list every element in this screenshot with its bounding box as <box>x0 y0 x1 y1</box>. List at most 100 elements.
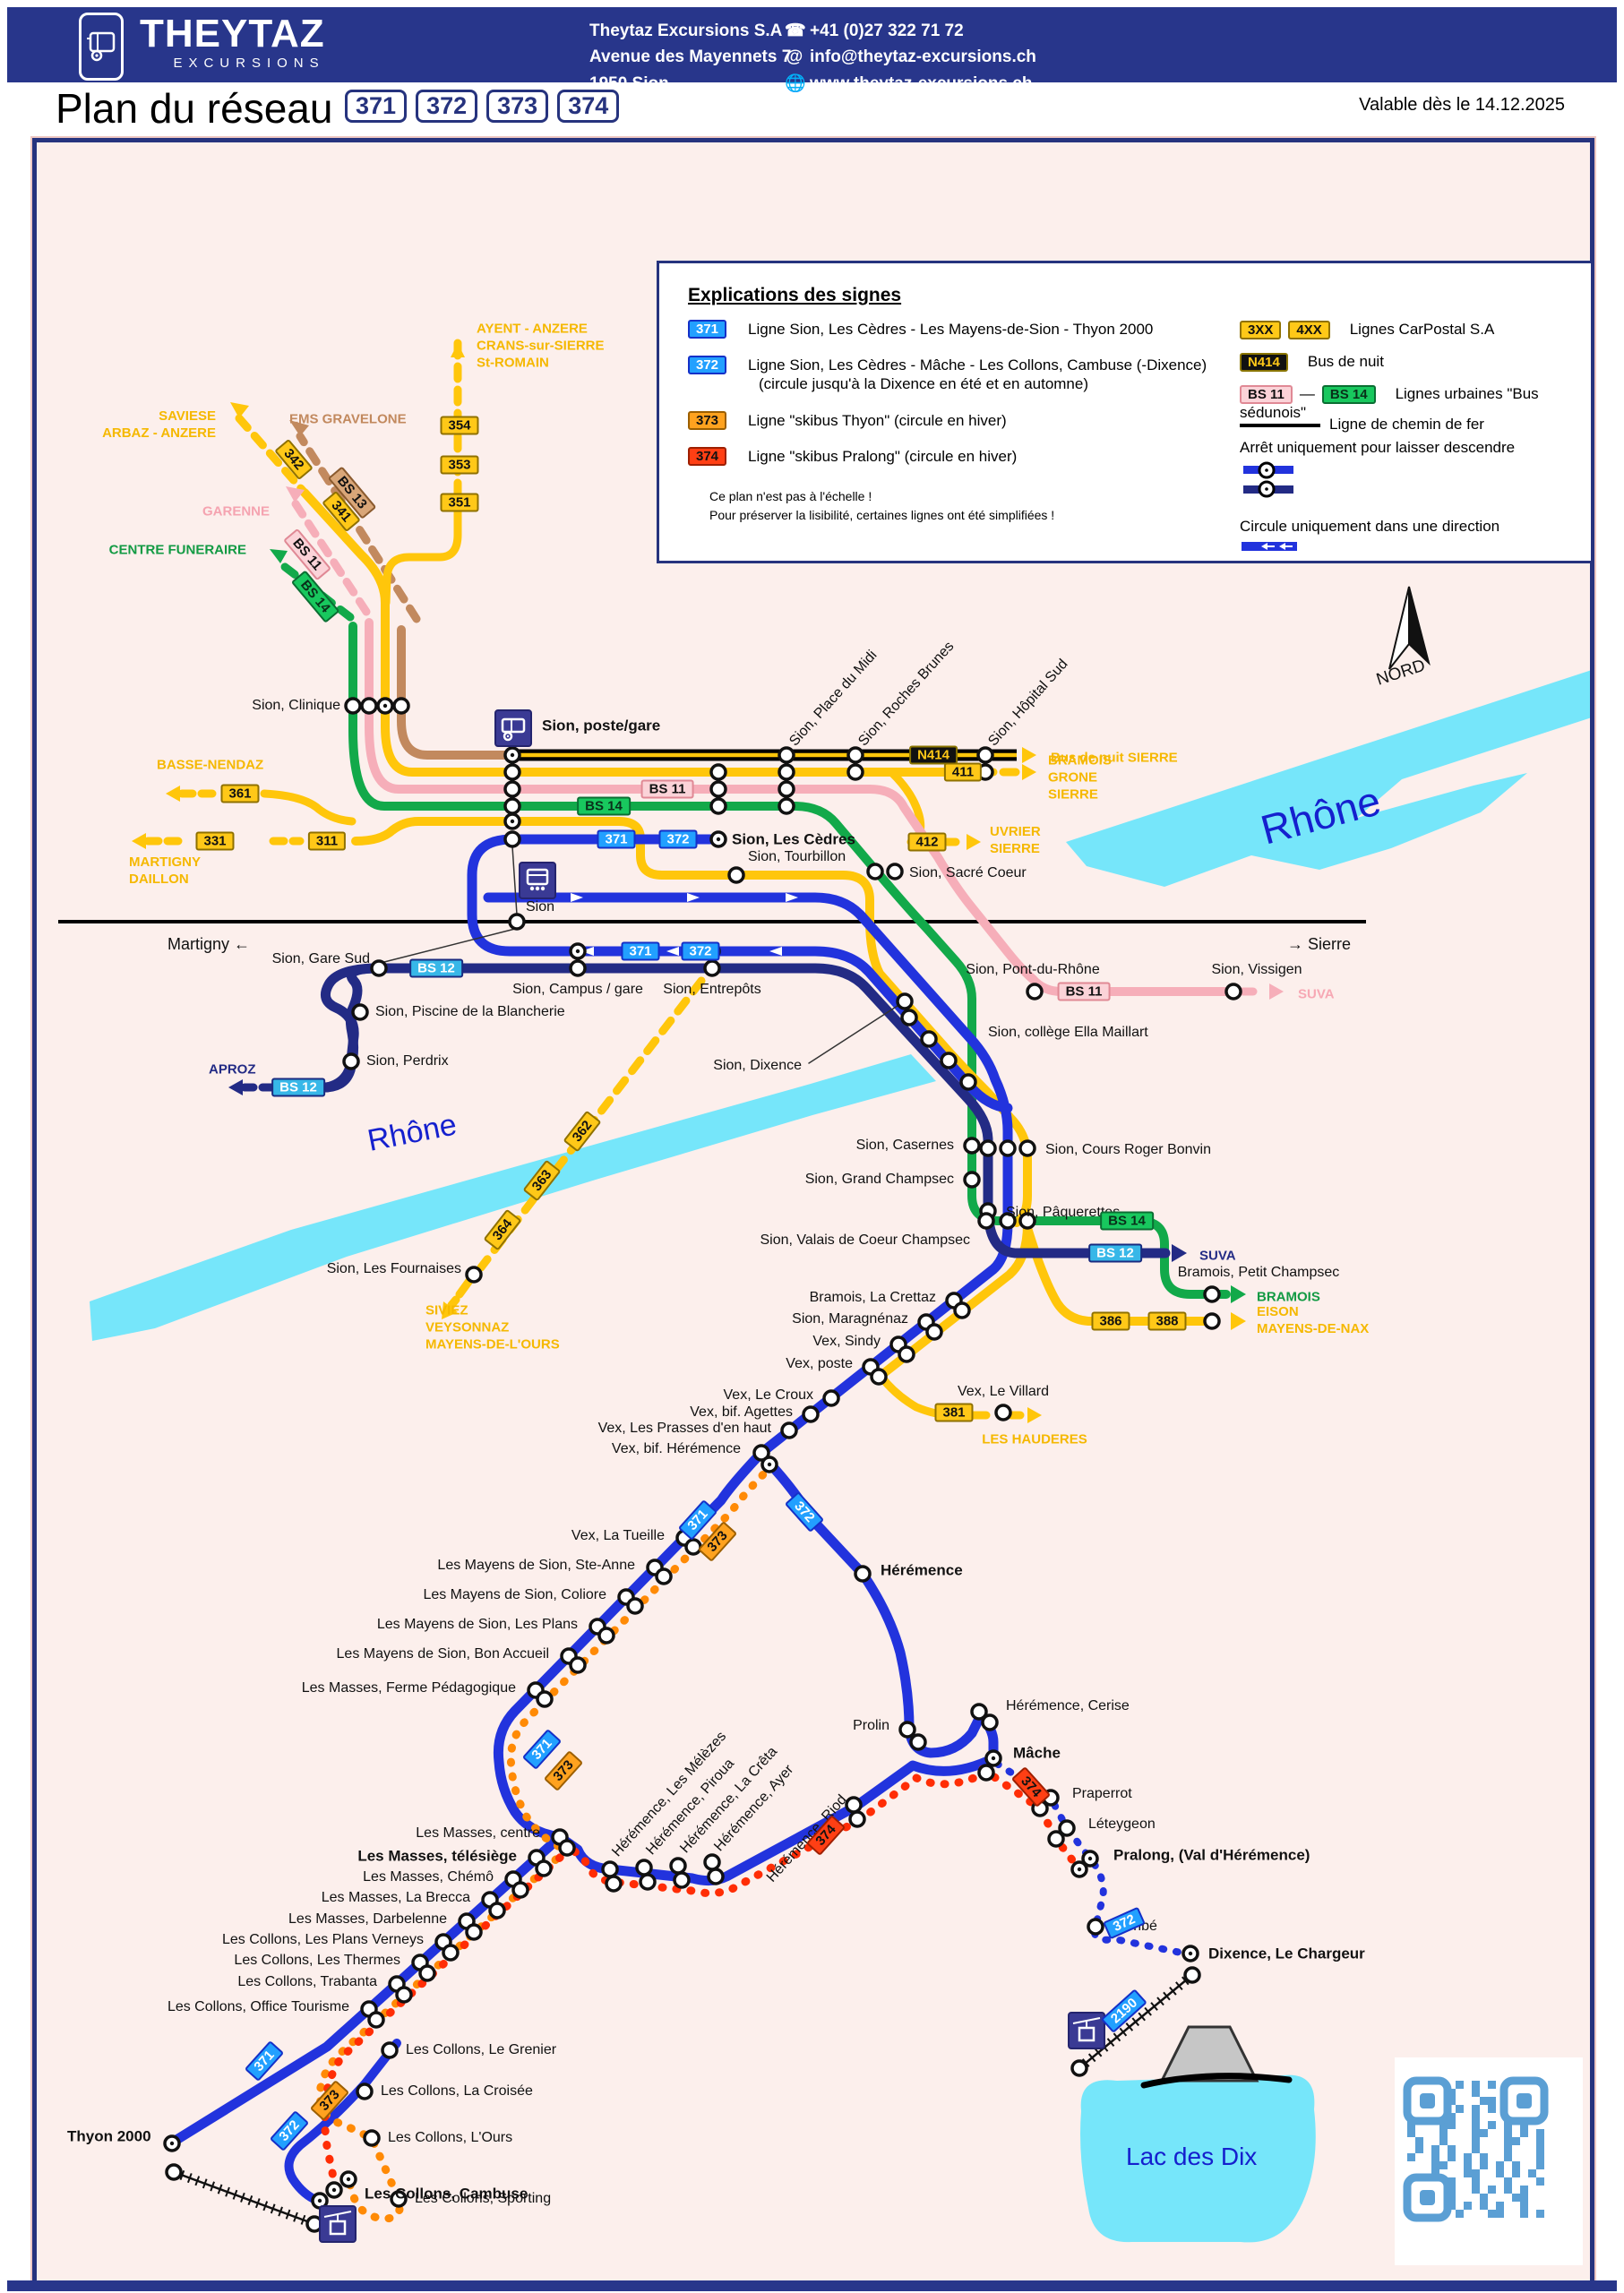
stop-circle <box>465 1266 483 1284</box>
stop-circle <box>569 959 587 977</box>
stop-circle <box>535 1859 553 1877</box>
stop-circle <box>994 1404 1012 1421</box>
cable-car-icon <box>319 2205 357 2243</box>
at-icon: @ <box>786 47 803 67</box>
stop-circle <box>703 1853 721 1871</box>
stop-circle <box>508 913 526 931</box>
legend-badge-371: 371 <box>688 320 727 339</box>
stop-circle <box>709 763 727 781</box>
stop-circle <box>900 1009 918 1026</box>
stop-circle <box>870 1368 888 1386</box>
stop-circle <box>977 1764 995 1782</box>
stop-circle <box>780 1421 798 1439</box>
stop-circle <box>1018 1212 1036 1230</box>
company-street: Avenue des Mayennets 7 <box>589 47 792 67</box>
legend-badge-3XX: 3XX <box>1240 321 1282 339</box>
stop-circle <box>979 1139 997 1157</box>
validity-date: Valable dès le 14.12.2025 <box>1359 95 1565 115</box>
email[interactable]: info@theytaz-excursions.ch <box>810 47 1036 67</box>
stop-circle <box>866 863 884 880</box>
stop-circle <box>976 763 994 781</box>
lake-label: Lac des Dix <box>1126 2143 1257 2170</box>
qr-code[interactable] <box>1395 2057 1583 2265</box>
legend-badge-373: 373 <box>688 411 727 430</box>
stop-circle <box>1018 1139 1036 1157</box>
stop-circle <box>1058 1819 1076 1837</box>
stop-circle <box>503 830 521 848</box>
stop-circle <box>822 1389 840 1407</box>
stop-circle <box>848 1810 866 1828</box>
stop-circle <box>846 763 864 781</box>
stop-circle <box>418 1964 436 1982</box>
oneway-symbol <box>1242 542 1297 551</box>
title-badge-372: 372 <box>416 90 478 123</box>
legend-badge-N414: N414 <box>1240 353 1288 372</box>
stop-circle <box>703 959 721 977</box>
stop-circle <box>1070 2059 1088 2077</box>
stop-circle <box>395 1986 413 2004</box>
stop-circle <box>639 1873 657 1891</box>
stop-circle <box>558 1839 576 1857</box>
stop-circle <box>778 797 795 815</box>
logo-subtitle: EXCURSIONS <box>173 56 325 71</box>
stop-circle <box>727 866 745 884</box>
stop-circle <box>165 2163 183 2181</box>
stop-circle <box>635 1859 653 1876</box>
stop-circle <box>442 1944 460 1962</box>
stop-circle <box>977 1212 995 1230</box>
stop-circle <box>953 1301 971 1319</box>
stop-circle <box>940 1052 958 1069</box>
stop-circle <box>999 1139 1017 1157</box>
river-label-lower: Rhône <box>365 1107 460 1157</box>
title-badge-374: 374 <box>557 90 620 123</box>
stop-circle <box>626 1597 644 1615</box>
stop-circle <box>976 746 994 764</box>
stop-circle <box>465 1923 483 1941</box>
stop-circle <box>569 1656 587 1674</box>
legend-note: Ce plan n'est pas à l'échelle !Pour prés… <box>709 489 1055 522</box>
stop-circle <box>1087 1918 1104 1936</box>
stop-circle <box>344 697 362 715</box>
stop-circle <box>597 1627 615 1645</box>
stop-circle <box>709 797 727 815</box>
stop-circle <box>669 1857 687 1875</box>
stop-circle <box>360 697 378 715</box>
stop-circle <box>392 697 410 715</box>
stop-circle <box>925 1323 943 1341</box>
stop-circle <box>896 992 914 1010</box>
legend-rail: Ligne de chemin de fer <box>1240 416 1484 434</box>
stop-circle <box>802 1405 820 1423</box>
legend-alight-label: Arrêt uniquement pour laisser descendre <box>1240 439 1516 456</box>
title-badge-371: 371 <box>345 90 408 123</box>
train-station-icon <box>519 862 556 899</box>
stop-circle <box>898 1721 916 1739</box>
stop-circle <box>390 2190 408 2208</box>
stop-circle <box>707 1868 725 1885</box>
legend-oneway-label: Circule uniquement dans une direction <box>1240 518 1500 535</box>
legend-title: Explications des signes <box>688 285 902 305</box>
bus-logo-icon <box>79 13 124 81</box>
stop-circle <box>503 763 521 781</box>
company-city: 1950 Sion <box>589 73 669 93</box>
legend-badge-374: 374 <box>688 447 727 466</box>
stop-circle <box>356 2083 374 2100</box>
stop-circle <box>536 1690 554 1708</box>
stop-circle <box>752 1444 770 1462</box>
stop-circle <box>503 797 521 815</box>
stop-circle <box>778 746 795 764</box>
title-badge-373: 373 <box>486 90 549 123</box>
website[interactable]: www.theytaz-excursions.ch <box>810 73 1033 93</box>
logo-name: THEYTAZ <box>140 12 325 56</box>
stop-circle <box>981 1713 999 1731</box>
stop-circle <box>898 1345 915 1363</box>
phone-number: +41 (0)27 322 71 72 <box>810 21 964 40</box>
stop-circle <box>970 1703 988 1721</box>
